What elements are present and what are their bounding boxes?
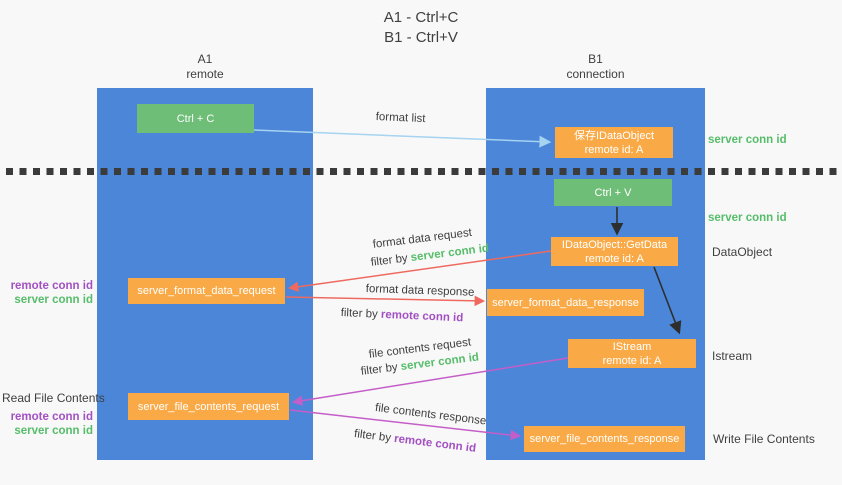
format-list-label: format list xyxy=(375,110,426,126)
save-dataobject-line2: remote id: A xyxy=(584,143,644,156)
ctrl-c-node: Ctrl + C xyxy=(137,104,254,133)
write-file-contents-label: Write File Contents xyxy=(713,432,815,446)
server-conn-id-format-label: server conn id xyxy=(14,294,93,306)
format-data-response-label: format data response xyxy=(365,282,475,299)
server-format-data-request-node: server_format_data_request xyxy=(128,278,285,304)
server-conn-id-file-label: server conn id xyxy=(14,425,93,437)
remote-conn-id-format-label: remote conn id xyxy=(10,280,93,292)
title-line-2: B1 - Ctrl+V xyxy=(384,29,458,46)
istream-label: Istream xyxy=(712,349,753,363)
file-contents-response-filter: filter by remote conn id xyxy=(353,427,476,456)
istream-node: IStream remote id: A xyxy=(568,339,696,368)
save-dataobject-line1: 保存IDataObject xyxy=(573,129,655,142)
ctrl-c-label: Ctrl + C xyxy=(176,112,215,125)
server-format-data-request-label: server_format_data_request xyxy=(137,285,276,297)
server-file-contents-request-node: server_file_contents_request xyxy=(128,393,289,420)
remote-conn-id-file-label: remote conn id xyxy=(10,411,93,423)
diagram-title: A1 - Ctrl+C B1 - Ctrl+V xyxy=(0,8,842,48)
server-conn-id-top-label: server conn id xyxy=(708,134,787,146)
remote-conn-id-key: remote conn id xyxy=(380,308,464,325)
lane-b1-role: connection xyxy=(566,67,625,81)
format-data-response-filter: filter by remote conn id xyxy=(340,306,463,325)
istream-line2: remote id: A xyxy=(602,354,662,367)
ctrl-v-node: Ctrl + V xyxy=(554,179,672,206)
getdata-line2: remote id: A xyxy=(585,252,644,265)
read-file-contents-label: Read File Contents xyxy=(2,391,105,405)
getdata-node: IDataObject::GetData remote id: A xyxy=(551,237,678,266)
server-format-data-response-label: server_format_data_response xyxy=(492,296,639,309)
server-file-contents-response-label: server_file_contents_response xyxy=(529,433,680,445)
remote-conn-id-key: remote conn id xyxy=(393,432,477,455)
session-divider-dotted-line xyxy=(6,168,838,175)
lane-a1-name: A1 xyxy=(197,52,213,66)
istream-line1: IStream xyxy=(612,340,652,353)
dataobject-label: DataObject xyxy=(712,245,773,259)
lane-b1-name: B1 xyxy=(588,52,603,66)
file-contents-response-label: file contents response xyxy=(374,401,487,428)
lane-header-b1: B1 connection xyxy=(486,52,705,82)
filter-by-text: filter by xyxy=(353,427,395,445)
getdata-line1: IDataObject::GetData xyxy=(561,238,668,251)
lane-a1-role: remote xyxy=(186,67,224,81)
filter-by-text: filter by xyxy=(360,361,402,378)
save-dataobject-node: 保存IDataObject remote id: A xyxy=(555,127,673,158)
title-line-1: A1 - Ctrl+C xyxy=(383,9,459,26)
filter-by-text: filter by xyxy=(370,252,412,269)
server-conn-id-mid-label: server conn id xyxy=(708,212,787,224)
lane-header-a1: A1 remote xyxy=(97,52,313,82)
server-file-contents-request-label: server_file_contents_request xyxy=(137,400,280,413)
ctrl-v-label: Ctrl + V xyxy=(594,186,632,199)
filter-by-text: filter by xyxy=(340,306,382,321)
server-format-data-response-node: server_format_data_response xyxy=(487,289,644,316)
server-file-contents-response-node: server_file_contents_response xyxy=(524,426,685,452)
